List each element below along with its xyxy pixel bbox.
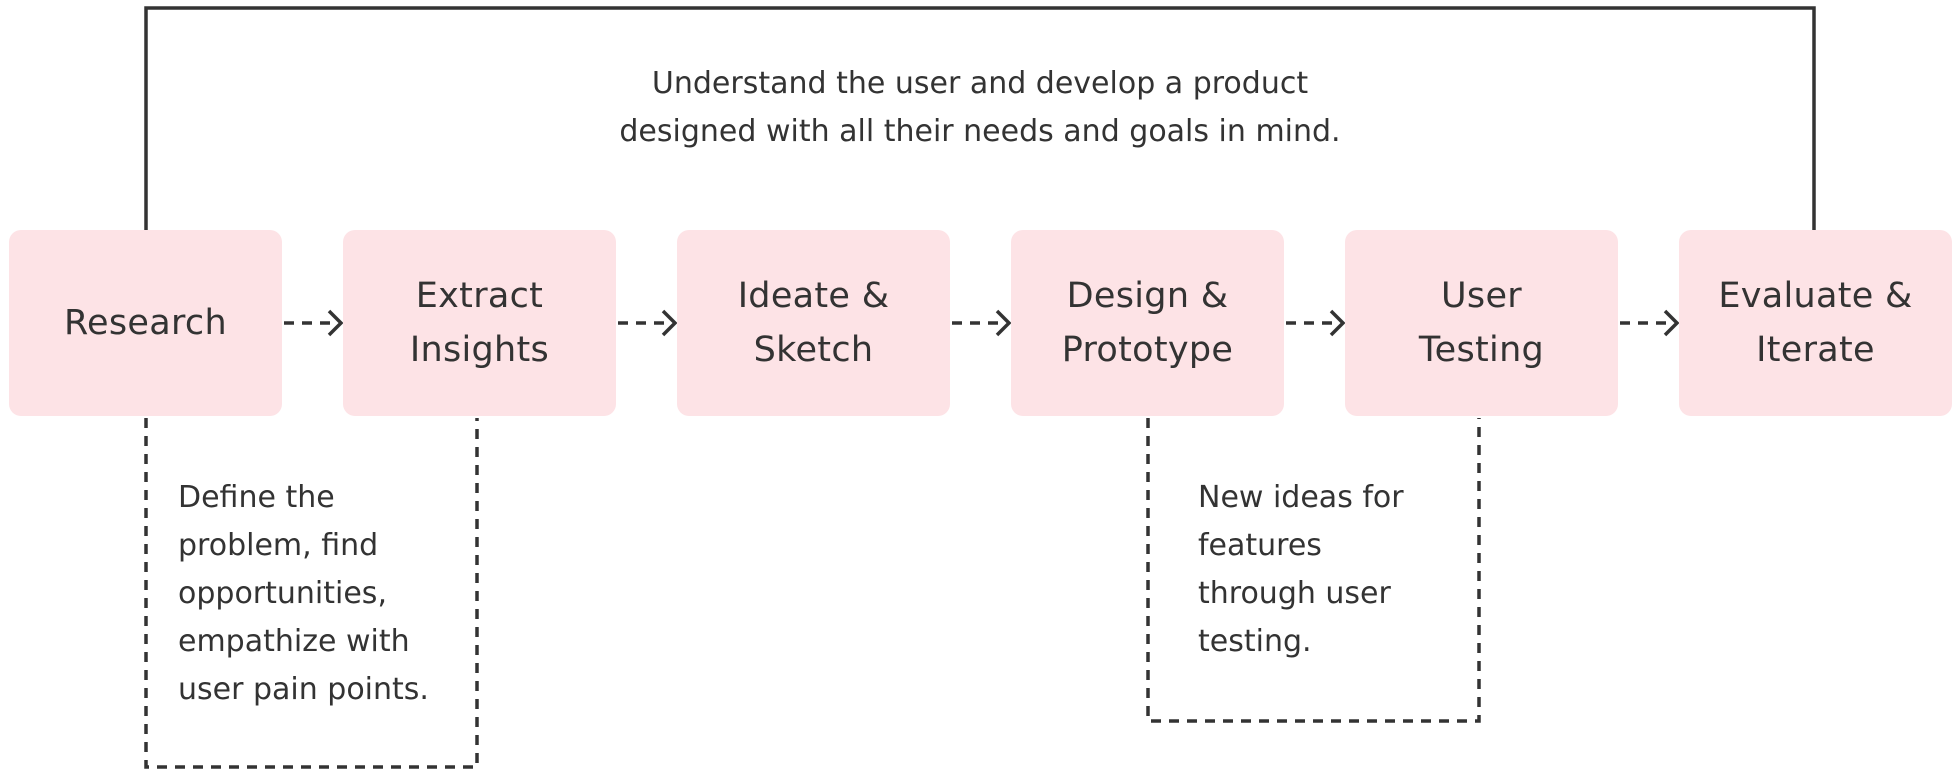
new-ideas-note: New ideas for features through user test…: [1198, 474, 1404, 666]
arrow-testing-to-evaluate: [1620, 309, 1680, 337]
define-note: Define the problem, find opportunities, …: [178, 474, 429, 714]
note-line: features: [1198, 528, 1322, 563]
step-label: Extract Insights: [410, 269, 549, 377]
arrow-research-to-extract: [284, 309, 344, 337]
loop-caption-line: Understand the user and develop a produc…: [651, 66, 1309, 101]
step-label-line: Insights: [409, 330, 550, 370]
new-ideas-bracket: [1146, 418, 1481, 723]
note-line: empathize with: [178, 624, 410, 659]
step-label: Ideate & Sketch: [738, 269, 890, 377]
note-line: testing.: [1198, 624, 1312, 659]
note-line: opportunities,: [178, 576, 387, 611]
step-extract-insights: Extract Insights: [343, 230, 616, 416]
arrow-design-to-testing: [1286, 309, 1346, 337]
step-label-line: Extract: [415, 276, 544, 316]
loop-caption-line: designed with all their needs and goals …: [619, 114, 1341, 149]
note-line: New ideas for: [1198, 480, 1404, 515]
step-design-prototype: Design & Prototype: [1011, 230, 1284, 416]
step-label-line: Research: [64, 303, 227, 343]
step-evaluate-iterate: Evaluate & Iterate: [1679, 230, 1952, 416]
arrow-ideate-to-design: [952, 309, 1012, 337]
note-line: problem, find: [178, 528, 379, 563]
step-label: Design & Prototype: [1062, 269, 1234, 377]
step-label: User Testing: [1419, 269, 1544, 377]
step-label-line: Prototype: [1061, 330, 1234, 370]
step-label-line: Design &: [1066, 276, 1229, 316]
feedback-loop-line: [144, 6, 1816, 230]
define-bracket: [144, 418, 479, 769]
step-label-line: User: [1441, 276, 1522, 316]
note-line: Define the: [178, 480, 335, 515]
step-label-line: Iterate: [1756, 330, 1875, 370]
note-line: user pain points.: [178, 672, 429, 707]
step-label-line: Sketch: [753, 330, 874, 370]
arrow-extract-to-ideate: [618, 309, 678, 337]
step-user-testing: User Testing: [1345, 230, 1618, 416]
step-label-line: Testing: [1418, 330, 1545, 370]
step-label: Evaluate & Iterate: [1718, 269, 1912, 377]
note-line: through user: [1198, 576, 1391, 611]
step-research: Research: [9, 230, 282, 416]
step-ideate-sketch: Ideate & Sketch: [677, 230, 950, 416]
step-label: Research: [64, 296, 227, 350]
loop-caption: Understand the user and develop a produc…: [330, 60, 1630, 156]
step-label-line: Evaluate &: [1718, 276, 1913, 316]
step-label-line: Ideate &: [737, 276, 890, 316]
